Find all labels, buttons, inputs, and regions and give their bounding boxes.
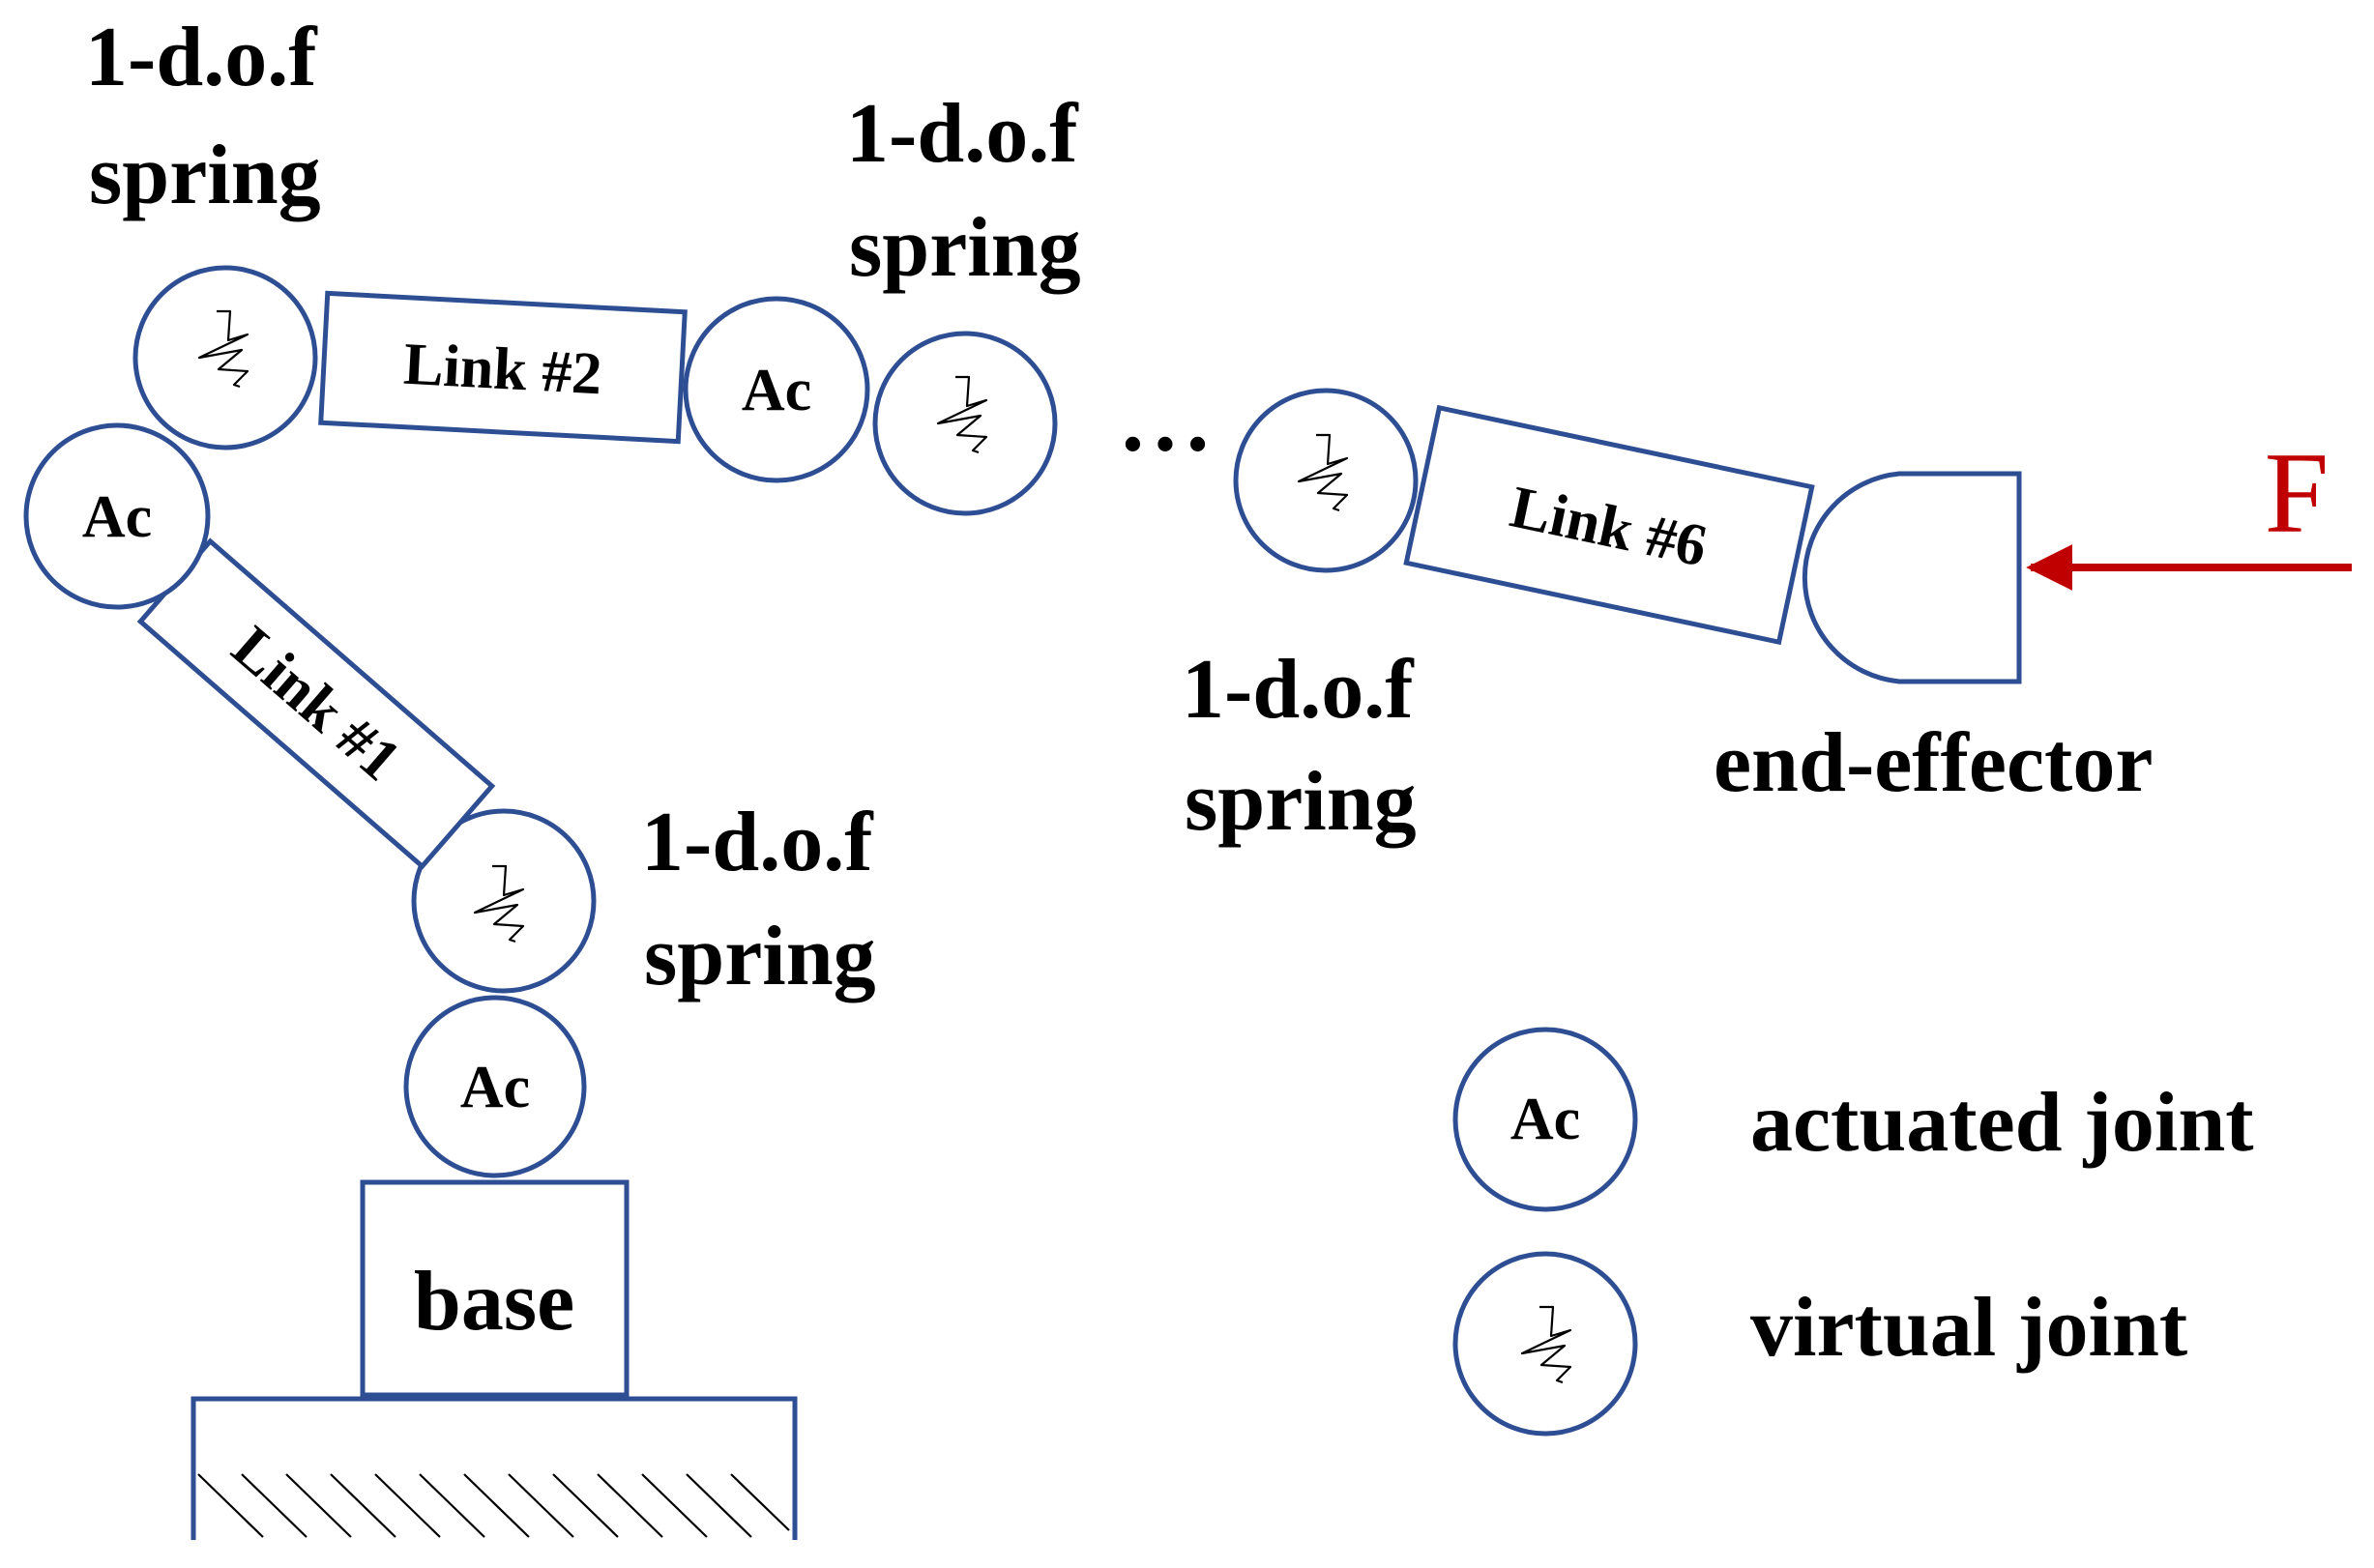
actuated-joint-label: Ac (82, 484, 152, 550)
link-1: Link #1 (136, 537, 496, 870)
actuated-joint-top: Ac (683, 296, 870, 483)
link-2-label: Link #2 (402, 332, 603, 408)
ground-hatching (197, 1473, 790, 1538)
ground (191, 1396, 798, 1540)
svg-text:1-d.o.f: 1-d.o.f (1182, 643, 1415, 737)
end-effector (1802, 471, 2022, 684)
spring-label-lower-middle: 1-d.o.f spring (1182, 643, 1417, 849)
svg-text:1-d.o.f: 1-d.o.f (641, 796, 874, 889)
legend-actuated: Ac actuated joint (1452, 1027, 2254, 1212)
spring-label-lower-left: 1-d.o.f spring (641, 796, 876, 1003)
actuated-joint-label: Ac (460, 1055, 530, 1120)
link-2: Link #2 (318, 290, 688, 445)
spring-label-top-middle: 1-d.o.f spring (846, 87, 1081, 295)
base-block: base (360, 1179, 630, 1398)
virtual-joint-2 (132, 265, 318, 450)
legend-virtual: virtual joint (1452, 1251, 2187, 1437)
force-label: F (2265, 428, 2330, 557)
legend: Ac actuated joint virtual joint (1452, 1027, 2254, 1437)
actuated-joint-label: Ac (1510, 1087, 1580, 1152)
svg-text:spring: spring (644, 910, 876, 1003)
base-label: base (414, 1255, 574, 1349)
actuated-joint-label: Ac (742, 358, 811, 423)
svg-text:1-d.o.f: 1-d.o.f (846, 87, 1079, 181)
legend-actuated-label: actuated joint (1750, 1076, 2254, 1170)
virtual-joint-3 (872, 331, 1058, 516)
actuated-joint-base: Ac (403, 995, 587, 1178)
svg-text:spring: spring (1185, 755, 1417, 849)
svg-text:1-d.o.f: 1-d.o.f (85, 11, 318, 104)
legend-virtual-label: virtual joint (1750, 1281, 2187, 1375)
link-6: Link #6 (1403, 404, 1815, 646)
spring-label-top-left: 1-d.o.f spring (85, 11, 321, 222)
svg-text:spring: spring (849, 201, 1081, 295)
svg-text:spring: spring (89, 129, 321, 222)
actuated-joint-left: Ac (23, 422, 211, 610)
virtual-joint-1 (411, 808, 597, 994)
end-effector-label: end-effector (1714, 716, 2153, 810)
virtual-joint-4 (1233, 388, 1419, 573)
ellipsis: • • • (1124, 415, 1208, 475)
